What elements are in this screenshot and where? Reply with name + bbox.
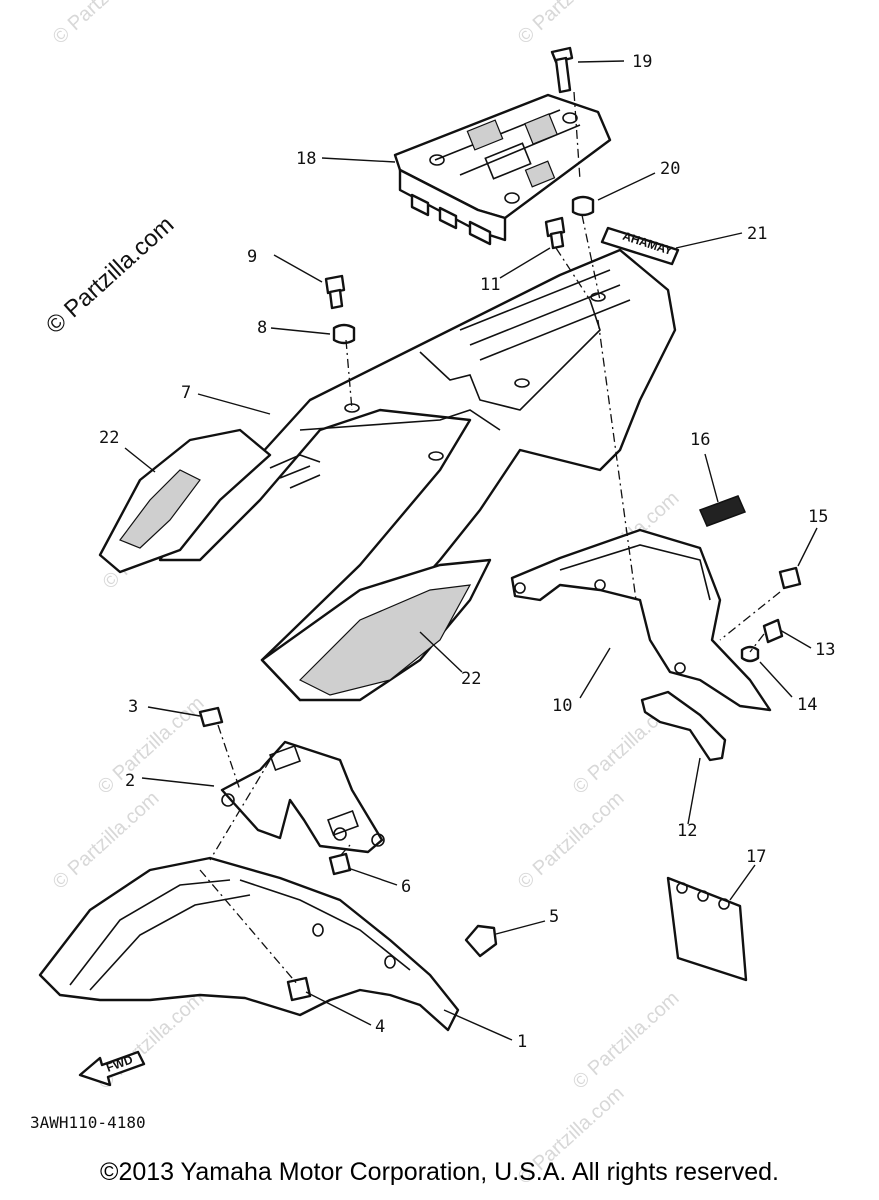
fwd-arrow: FWD — [78, 1050, 146, 1087]
watermark: © Partzilla.com — [514, 0, 629, 49]
leader-lines — [124, 60, 818, 1041]
callout-17: 17 — [746, 847, 766, 867]
hardware-upper — [324, 46, 595, 345]
collar-8-icon — [332, 323, 356, 345]
watermark-large: © Partzilla.com — [41, 211, 179, 339]
callout-3: 3 — [128, 697, 138, 717]
collar-20-icon — [571, 195, 595, 217]
callout-2: 2 — [125, 771, 135, 791]
callout-18: 18 — [296, 149, 316, 169]
part-rear-carrier — [393, 93, 612, 246]
watermark: © Partzilla.com — [94, 987, 209, 1094]
callout-13: 13 — [815, 640, 835, 660]
screw-13-icon — [762, 618, 784, 644]
part-front-bracket — [220, 740, 385, 854]
callout-5: 5 — [549, 907, 559, 927]
callout-22: 22 — [99, 428, 119, 448]
callout-20: 20 — [660, 159, 680, 179]
callout-22: 22 — [461, 669, 481, 689]
copyright-notice: ©2013 Yamaha Motor Corporation, U.S.A. A… — [100, 1158, 779, 1186]
bolt-6-icon — [328, 852, 352, 876]
part-side-decal-left — [98, 428, 272, 574]
part-side-decal-right — [260, 558, 492, 702]
part-front-fender — [38, 856, 460, 1032]
watermark: © Partzilla.com — [569, 987, 684, 1094]
callout-10: 10 — [552, 696, 572, 716]
callout-19: 19 — [632, 52, 652, 72]
callout-15: 15 — [808, 507, 828, 527]
bolt-9-icon — [324, 274, 346, 295]
part-reflector — [698, 495, 747, 527]
callout-6: 6 — [401, 877, 411, 897]
diagram-code: 3AWH110-4180 — [30, 1113, 146, 1132]
part-rear-frame — [158, 248, 677, 702]
callout-4: 4 — [375, 1017, 385, 1037]
callout-8: 8 — [257, 318, 267, 338]
nut-4-icon — [286, 976, 312, 1002]
callout-1: 1 — [517, 1032, 527, 1052]
callout-labels: 1 2 3 4 5 6 7 8 9 10 11 12 13 14 15 16 1… — [99, 52, 835, 1052]
callout-7: 7 — [181, 383, 191, 403]
nut-15-icon — [778, 566, 802, 590]
callout-11: 11 — [480, 275, 500, 295]
screw-5-icon — [464, 924, 498, 958]
assembly-lines — [199, 91, 781, 986]
part-bracket — [640, 690, 727, 762]
part-license-plate — [666, 876, 748, 982]
callout-16: 16 — [690, 430, 710, 450]
screw-3-icon — [198, 706, 224, 728]
hardware-lower — [198, 706, 498, 1002]
callout-21: 21 — [747, 224, 767, 244]
watermark: © Partzilla.com — [514, 787, 629, 894]
callout-9: 9 — [247, 247, 257, 267]
callout-12: 12 — [677, 821, 697, 841]
part-rear-fender — [510, 528, 772, 712]
watermark: © Partzilla.com — [49, 0, 164, 49]
callout-14: 14 — [797, 695, 817, 715]
hardware-right — [740, 566, 802, 663]
